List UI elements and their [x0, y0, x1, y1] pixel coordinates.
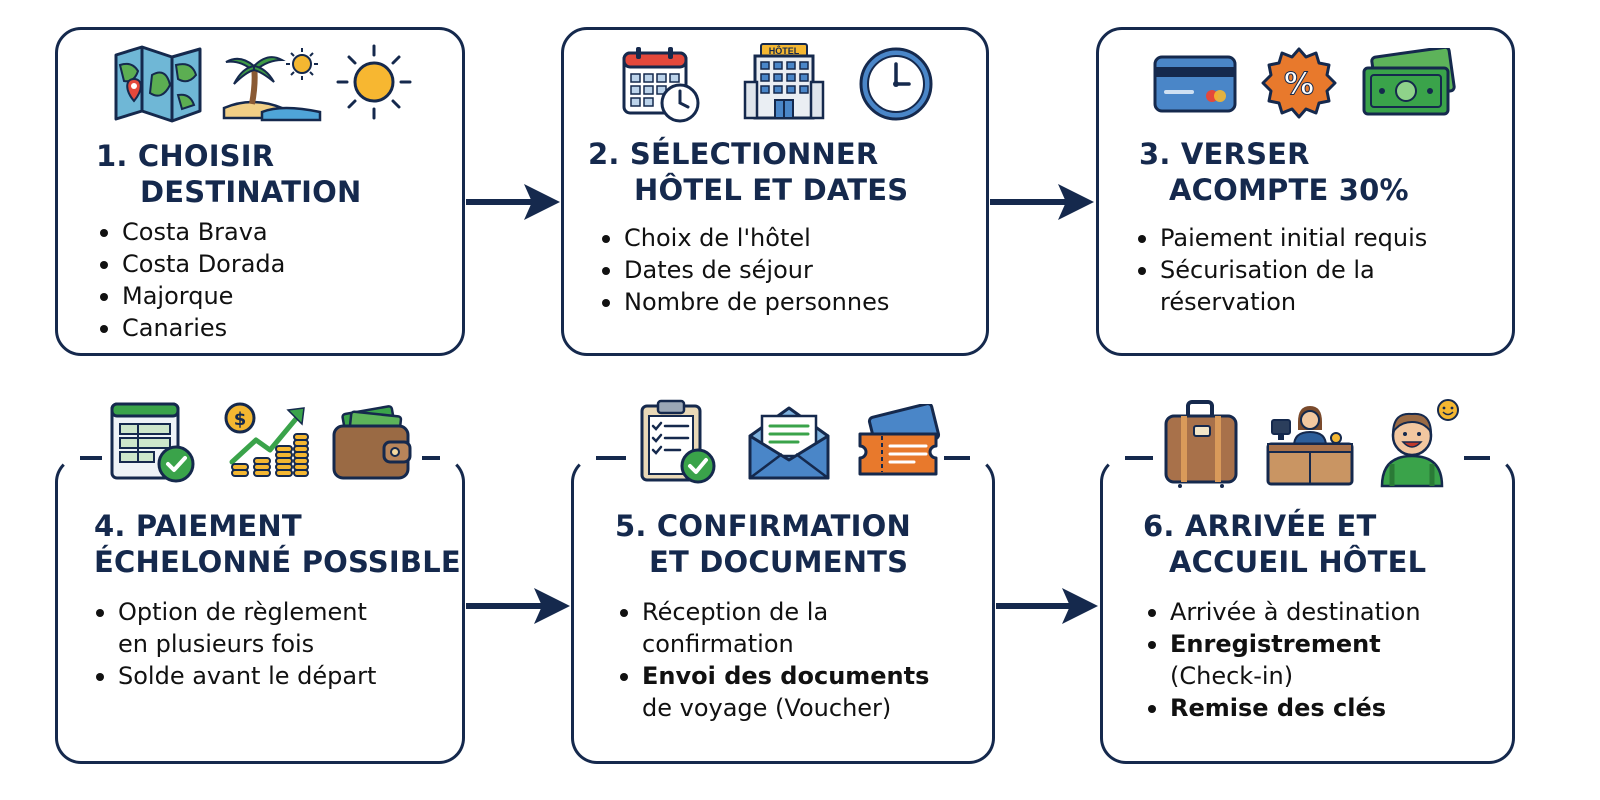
arrow-5-to-6 [996, 588, 1098, 624]
card-border-segment [80, 456, 102, 460]
envelope-icon [746, 402, 832, 486]
arrow-4-to-5 [466, 588, 570, 624]
step-title-3: 3. VERSER ACOMPTE 30% [1139, 137, 1409, 207]
happy-traveler-icon [1378, 396, 1462, 492]
step-bullets-3: Paiement initial requis Sécurisation de … [1134, 222, 1427, 318]
list-item: Costa Dorada [96, 248, 285, 280]
reception-desk-icon [1264, 400, 1356, 492]
hotel-building-icon: HÔTEL [741, 42, 827, 126]
clock-icon [857, 45, 935, 127]
banknotes-icon [1360, 45, 1456, 124]
calendar-clock-icon [620, 45, 702, 129]
list-item: Arrivée à destination [1144, 596, 1421, 628]
step-bullets-6: Arrivée à destination Enregistrement(Che… [1144, 596, 1421, 724]
list-item: Nombre de personnes [598, 286, 889, 318]
step-title-1: 1. CHOISIR DESTINATION [96, 139, 362, 209]
hotel-sign-label: HÔTEL [769, 45, 800, 56]
step-title-4: 4. PAIEMENT ÉCHELONNÉ POSSIBLE [94, 509, 461, 579]
list-item: Dates de séjour [598, 254, 889, 286]
step-card-4 [55, 456, 465, 764]
percent-symbol: % [1284, 67, 1314, 102]
list-item: Choix de l'hôtel [598, 222, 889, 254]
step-card-5 [571, 456, 995, 764]
card-border-segment [1125, 456, 1153, 460]
discount-badge-icon: % [1261, 46, 1337, 126]
list-item: Enregistrement(Check-in) [1144, 628, 1421, 692]
dollar-symbol: $ [234, 409, 247, 430]
step-card-6 [1100, 456, 1515, 764]
card-border-segment [944, 456, 970, 460]
list-item: Solde avant le départ [92, 660, 376, 692]
map-icon [112, 45, 204, 127]
credit-card-icon [1152, 54, 1238, 118]
wallet-icon [330, 404, 414, 488]
step-title-6: 6. ARRIVÉE ET ACCUEIL HÔTEL [1143, 509, 1427, 579]
checklist-icon [636, 398, 720, 490]
list-item: Majorque [96, 280, 285, 312]
palm-island-icon [222, 42, 322, 128]
step-bullets-2: Choix de l'hôtel Dates de séjour Nombre … [598, 222, 889, 318]
invoice-check-icon [108, 400, 198, 490]
step-title-2: 2. SÉLECTIONNER HÔTEL ET DATES [588, 137, 909, 207]
step-title-5: 5. CONFIRMATION ET DOCUMENTS [615, 509, 911, 579]
suitcase-icon [1160, 398, 1242, 492]
arrow-1-to-2 [466, 184, 560, 220]
card-border-segment [422, 456, 440, 460]
list-item: Costa Brava [96, 216, 285, 248]
growth-coins-icon: $ [222, 400, 312, 490]
card-border-segment [1464, 456, 1490, 460]
card-border-segment [596, 456, 626, 460]
list-item: Canaries [96, 312, 285, 344]
arrow-2-to-3 [990, 184, 1094, 220]
ticket-icon [854, 402, 942, 484]
list-item: Remise des clés [1144, 692, 1421, 724]
sun-icon [334, 42, 414, 126]
step-bullets-1: Costa Brava Costa Dorada Majorque Canari… [96, 216, 285, 344]
list-item: Paiement initial requis [1134, 222, 1427, 254]
